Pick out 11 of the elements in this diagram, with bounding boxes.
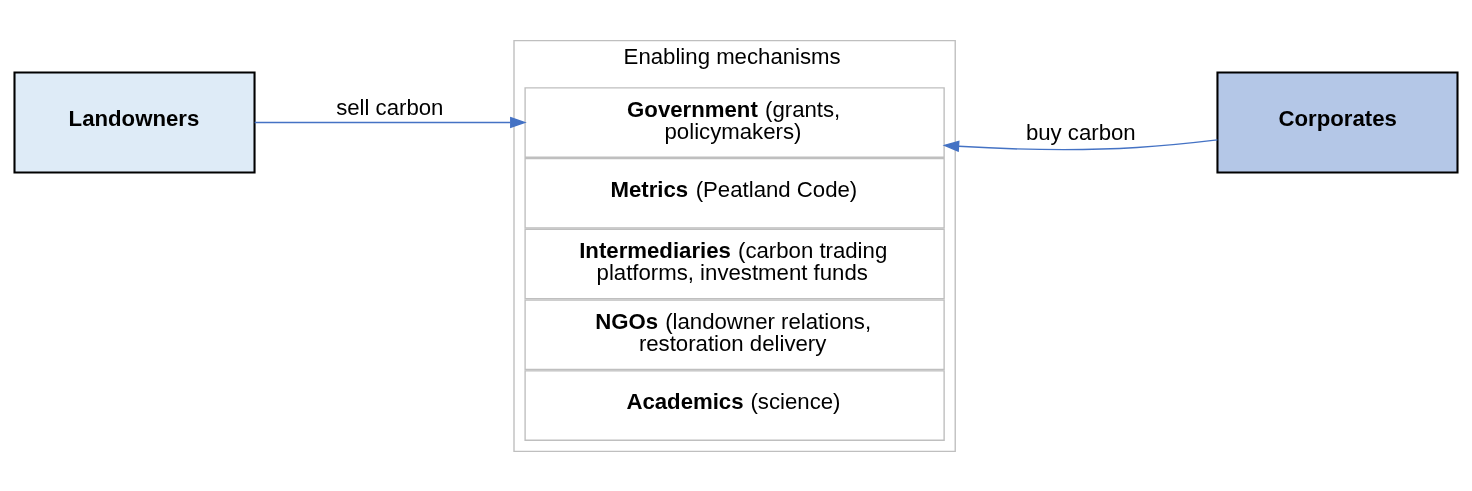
node-box: Government (grants, policymakers) bbox=[524, 86, 945, 158]
node-box: Metrics (Peatland Code) bbox=[524, 157, 945, 229]
node-box: Corporates bbox=[1216, 71, 1459, 173]
node-box: Landowners bbox=[13, 71, 256, 173]
node-box: Intermediaries (carbon trading platforms, investment funds bbox=[524, 228, 945, 299]
edge-label: sell carbon bbox=[336, 94, 444, 120]
node-box: NGOs (landowner relations, restoration delivery bbox=[524, 298, 945, 370]
node-box: Academics (science) bbox=[524, 369, 945, 441]
arrow bbox=[253, 116, 527, 128]
arrow bbox=[942, 138, 1219, 152]
edge-label: buy carbon bbox=[1025, 119, 1136, 145]
